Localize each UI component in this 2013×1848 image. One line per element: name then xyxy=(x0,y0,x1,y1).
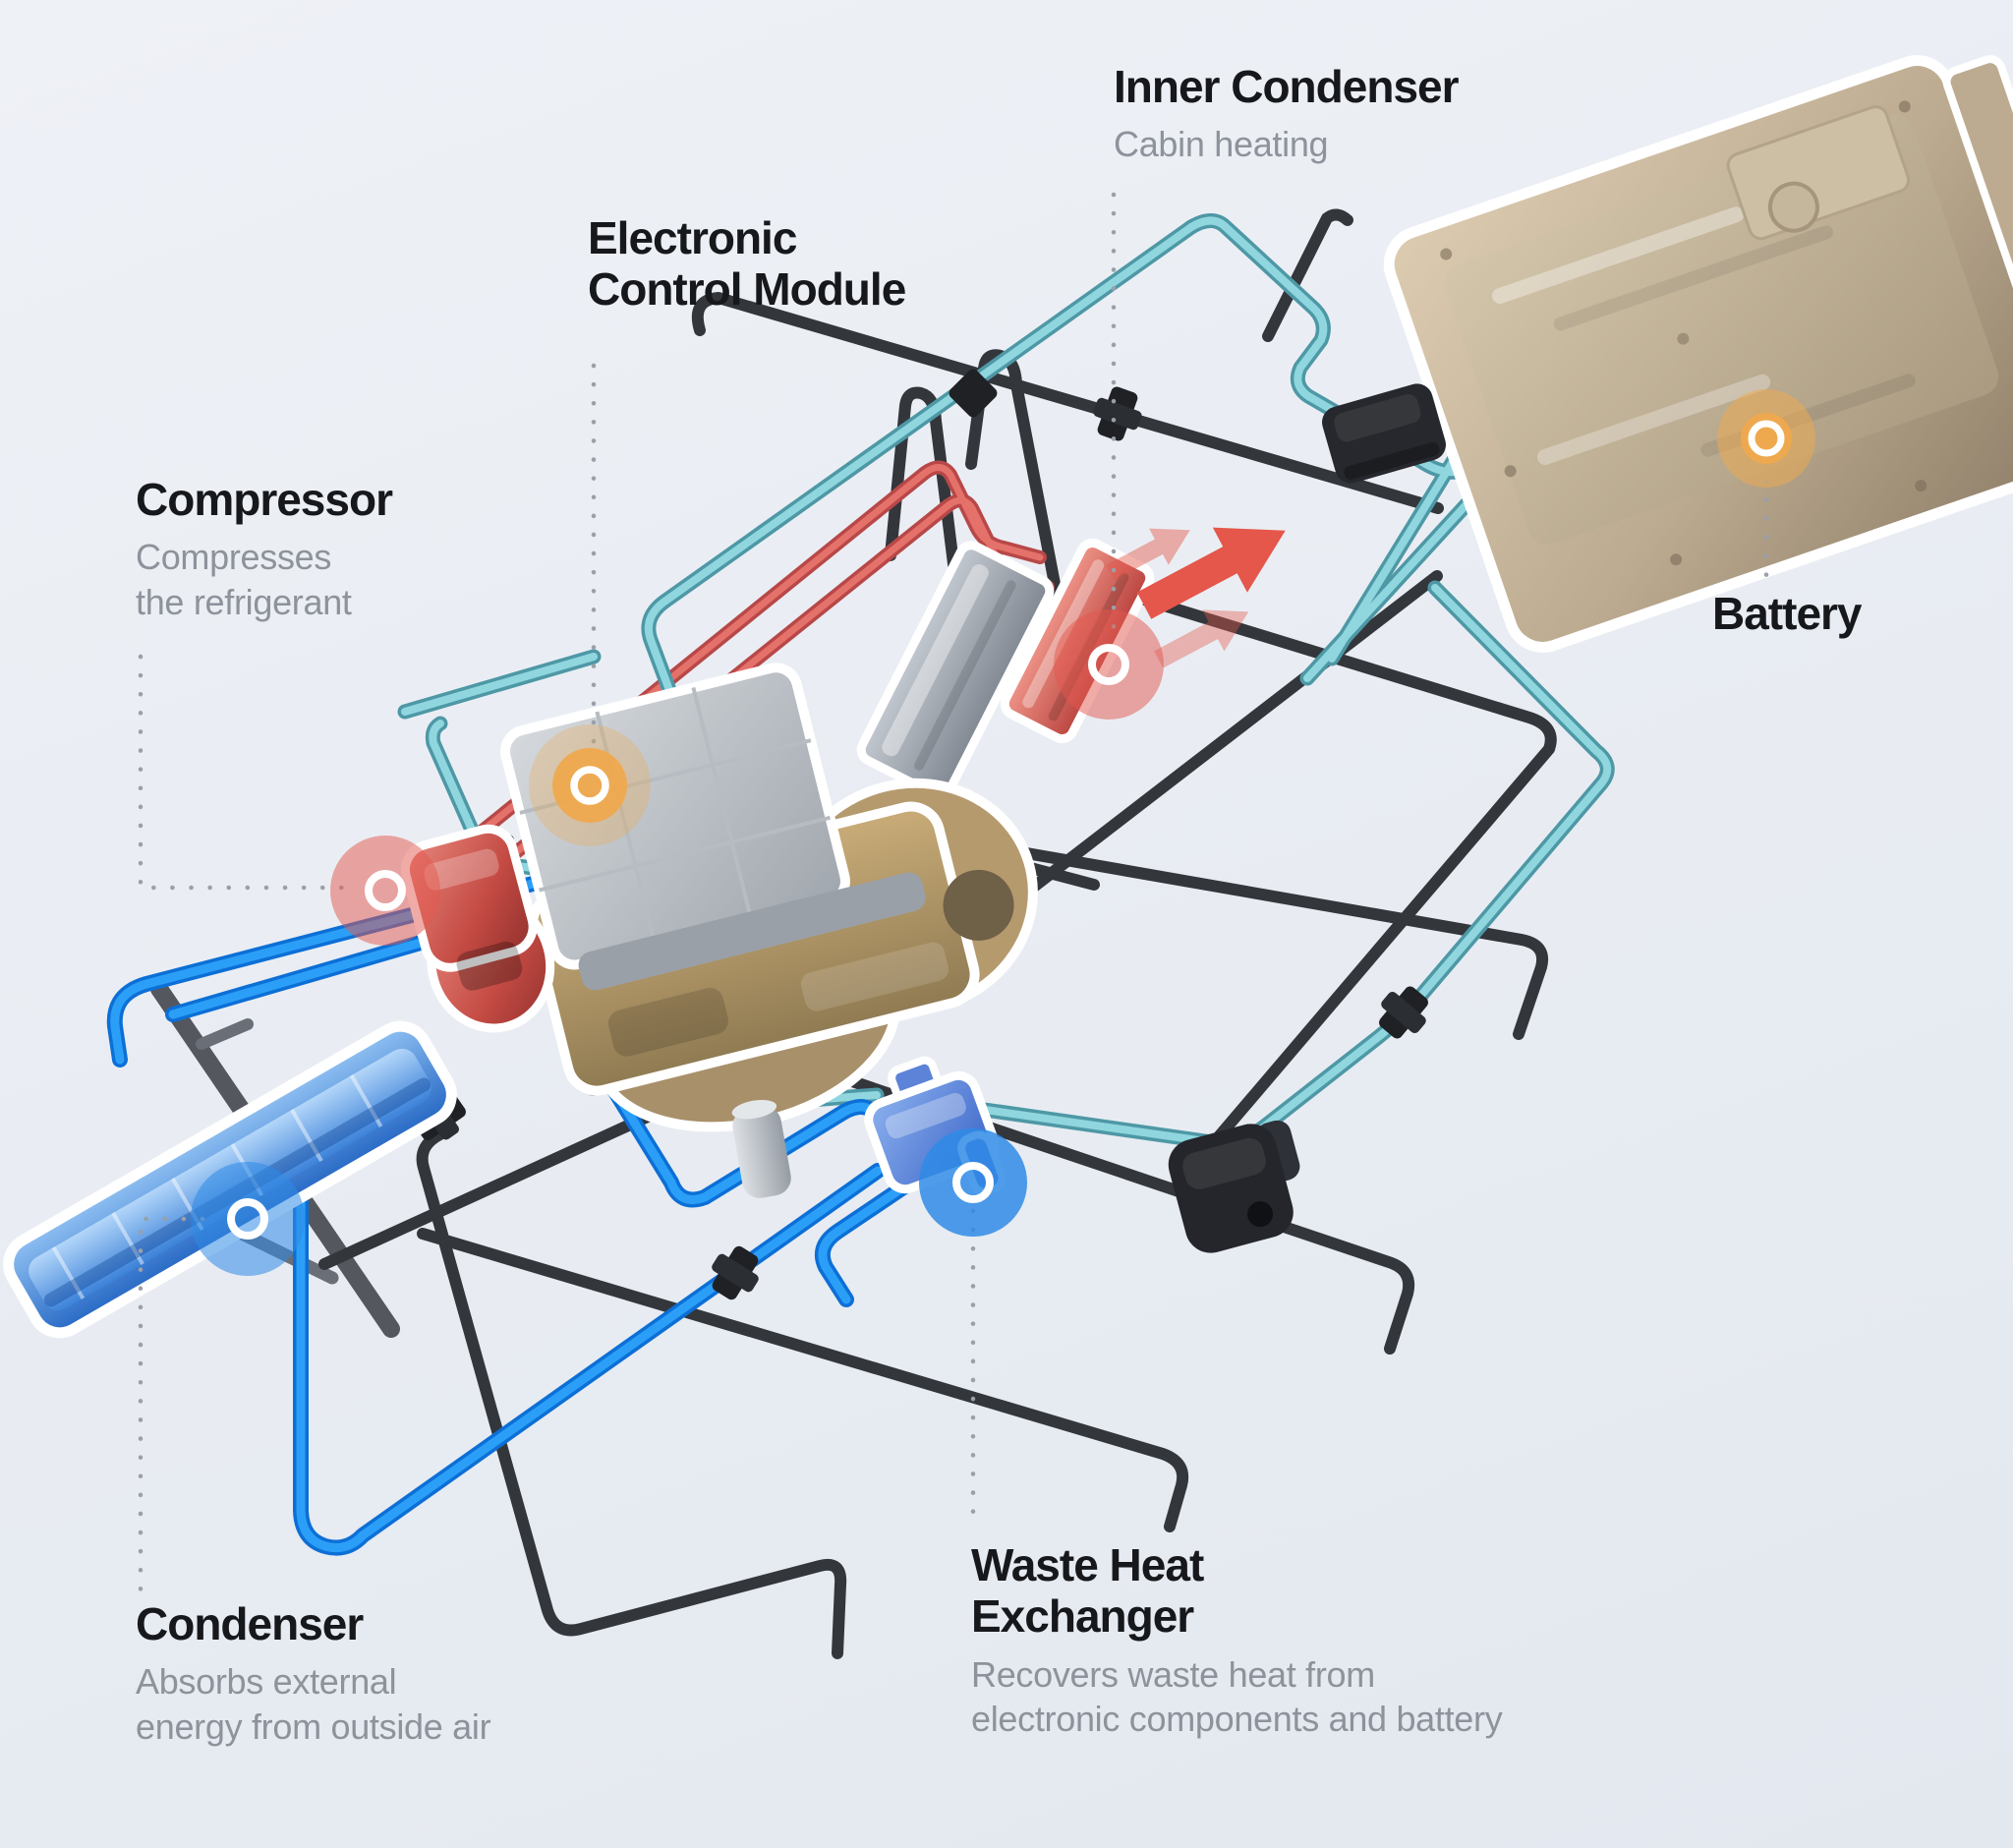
compressor-subtitle-line1: Compresses xyxy=(136,537,332,578)
whe-subtitle-line2: electronic components and battery xyxy=(971,1699,1503,1740)
battery-title: Battery xyxy=(1712,588,1863,639)
condenser-subtitle-line1: Absorbs external xyxy=(136,1661,397,1703)
whe-title-line1: Waste Heat xyxy=(971,1539,1204,1590)
condenser-subtitle-line2: energy from outside air xyxy=(136,1705,491,1747)
whe-title-line2: Exchanger xyxy=(971,1590,1194,1643)
compressor-subtitle-line2: the refrigerant xyxy=(136,581,352,622)
evaporator-illustration xyxy=(856,541,1055,800)
coolant-pump-illustration xyxy=(1168,1120,1300,1253)
electronic-control-module-illustration xyxy=(500,663,1038,1132)
inner-condenser-subtitle: Cabin heating xyxy=(1114,124,1329,165)
waste-heat-exchanger-label: Waste Heat Exchanger Recovers waste heat… xyxy=(971,1539,1503,1742)
condenser-marker[interactable] xyxy=(191,1162,305,1276)
chiller-cylinder xyxy=(731,1099,791,1198)
compressor-title: Compressor xyxy=(136,474,393,525)
inner-condenser-marker[interactable] xyxy=(1054,609,1164,720)
battery-label: Battery xyxy=(1712,588,1863,639)
inner-condenser-title: Inner Condenser xyxy=(1114,61,1460,112)
compressor-illustration xyxy=(400,824,555,1033)
condenser-label: Condenser Absorbs external energy from o… xyxy=(136,1598,491,1749)
waste-heat-exchanger-marker[interactable] xyxy=(919,1128,1027,1237)
condenser-title: Condenser xyxy=(136,1598,364,1649)
battery-marker[interactable] xyxy=(1717,389,1815,488)
electronic-control-module-label: Electronic Control Module xyxy=(588,212,906,316)
ecm-title-line1: Electronic xyxy=(588,212,797,263)
inner-condenser-label: Inner Condenser Cabin heating xyxy=(1114,61,1460,167)
heat-flow-arrows xyxy=(1106,527,1286,668)
ecm-title-line2: Control Module xyxy=(588,263,906,316)
compressor-label: Compressor Compresses the refrigerant xyxy=(136,474,393,624)
ecm-marker[interactable] xyxy=(529,724,651,846)
compressor-marker[interactable] xyxy=(330,836,440,946)
whe-subtitle-line1: Recovers waste heat from xyxy=(971,1653,1375,1695)
battery-illustration xyxy=(1383,55,2013,653)
control-unit-box xyxy=(1322,383,1446,484)
